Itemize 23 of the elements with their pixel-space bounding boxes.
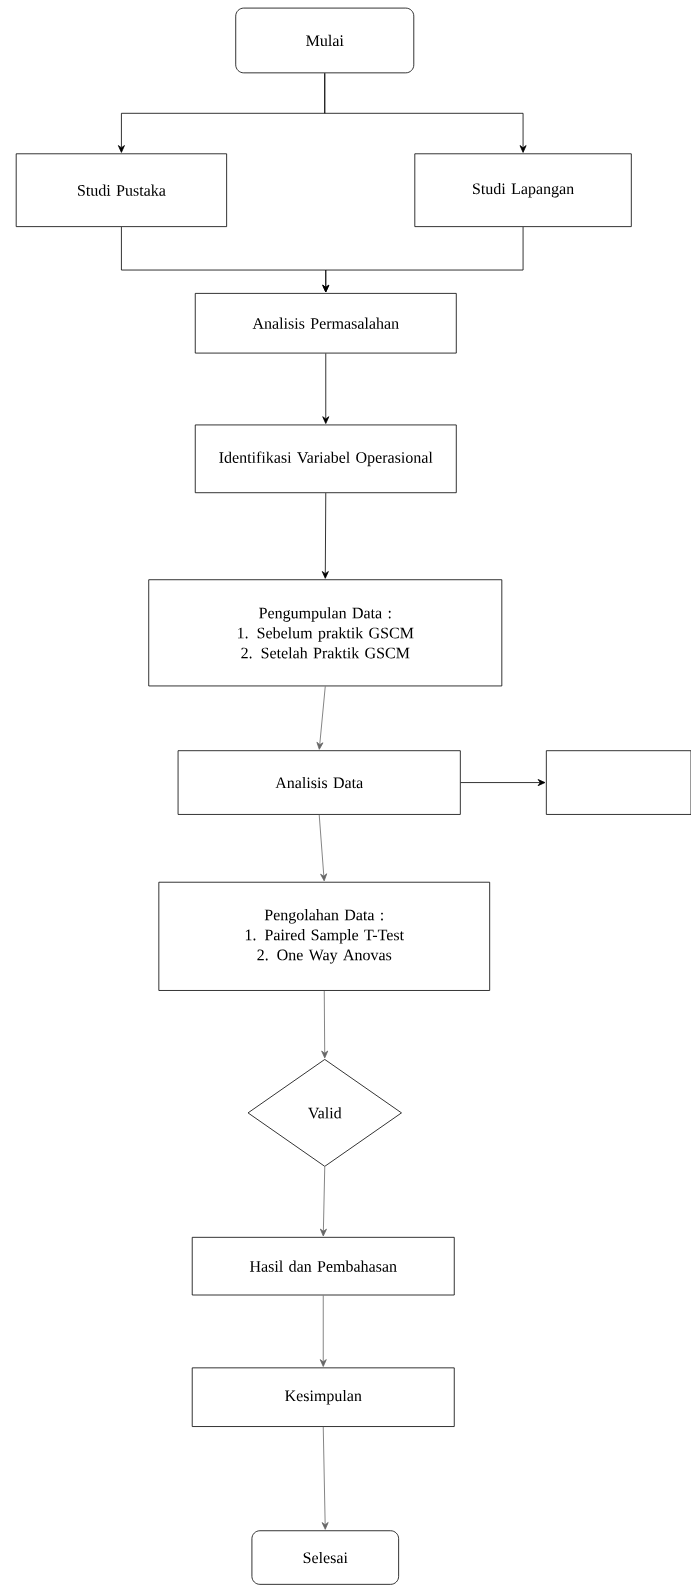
process-box: Studi Lapangan bbox=[414, 153, 632, 227]
arrow bbox=[321, 1426, 329, 1530]
arrow bbox=[316, 685, 326, 750]
arrow bbox=[322, 226, 524, 293]
process-box bbox=[545, 750, 691, 815]
arrow bbox=[318, 814, 328, 882]
process-box: Pengumpulan Data : 1. Sebelum praktik GSCM 2. Setelah Praktik GSCM bbox=[148, 579, 503, 687]
arrow bbox=[324, 72, 527, 153]
process-box: Studi Pustaka bbox=[15, 153, 228, 227]
process-box: Identifikasi Variabel Operasional bbox=[194, 424, 457, 494]
arrow bbox=[319, 1166, 327, 1237]
arrow bbox=[322, 353, 330, 424]
arrow bbox=[321, 492, 329, 579]
process-box: Hasil dan Pembahasan bbox=[191, 1236, 455, 1296]
arrow bbox=[321, 990, 329, 1059]
process-box: Kesimpulan bbox=[191, 1367, 455, 1427]
process-box: Pengolahan Data : 1. Paired Sample T-Test 2. One Way Anovas bbox=[158, 881, 491, 991]
arrow bbox=[460, 779, 546, 786]
process-box: Analisis Data bbox=[177, 750, 461, 815]
process-box: Analisis Permasalahan bbox=[194, 293, 457, 354]
terminal-box: Selesai bbox=[251, 1530, 400, 1585]
arrow bbox=[319, 1295, 327, 1367]
terminal-box: Mulai bbox=[235, 7, 415, 74]
